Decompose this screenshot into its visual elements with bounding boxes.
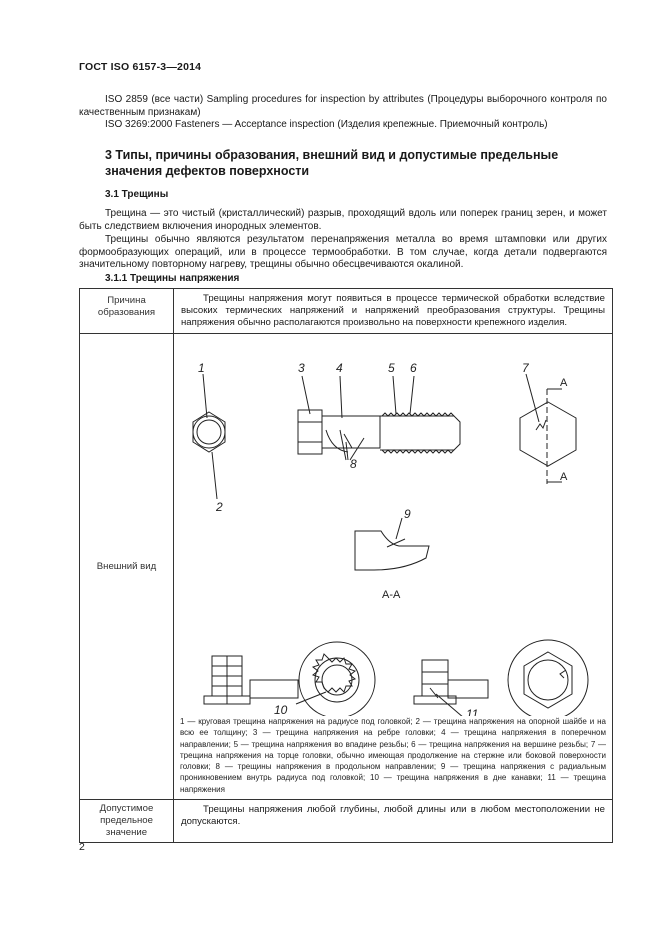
figure-label-7: 7: [522, 361, 530, 375]
subsubsection-title: 3.1.1 Трещины напряжения: [105, 273, 240, 284]
table-row-cause: Причина образования Трещины напряжения м…: [79, 288, 613, 334]
hex-head-section-view: [519, 373, 577, 484]
figure-label-2: 2: [215, 500, 223, 514]
defect-figure: 1 2 3 4 5 6 7 8 9 10 11 А А А-А: [192, 361, 589, 716]
table-row-limit: Допустимое предельное значение Трещины н…: [79, 799, 613, 844]
bolt-side-view: [297, 375, 461, 461]
figure-label-8: 8: [350, 457, 357, 471]
defect-table: Причина образования Трещины напряжения м…: [79, 288, 613, 844]
figure-label-6: 6: [410, 361, 417, 375]
section-mark-top: А: [560, 377, 568, 389]
figure-label-5: 5: [388, 361, 395, 375]
flange-bolt-top-view: [295, 641, 376, 716]
figure-label-11: 11: [466, 707, 478, 716]
hex-flange-top-view: [507, 639, 589, 716]
figure-label-3: 3: [298, 361, 305, 375]
reference-iso3269: ISO 3269:2000 Fasteners — Acceptance ins…: [105, 119, 548, 130]
figure-label-9: 9: [404, 507, 411, 521]
page-number: 2: [79, 841, 85, 853]
appearance-cell: 1 2 3 4 5 6 7 8 9 10 11 А А А-А: [173, 332, 613, 801]
reference-iso2859: ISO 2859 (все части) Sampling procedures…: [79, 94, 607, 118]
document-header: ГОСТ ISO 6157-3—2014: [79, 61, 202, 73]
table-row-appearance: Внешний вид: [79, 332, 613, 801]
figure-label-1: 1: [198, 361, 205, 375]
subsection-title: 3.1 Трещины: [105, 189, 169, 200]
limit-text: Трещины напряжения любой глубины, любой …: [173, 799, 613, 844]
hex-head-top-view: [192, 373, 226, 500]
figure-label-4: 4: [336, 361, 343, 375]
figure-label-10: 10: [274, 703, 288, 716]
section-aa: [354, 517, 430, 571]
appearance-label: Внешний вид: [79, 332, 174, 801]
section-title: 3 Типы, причины образования, внешний вид…: [105, 148, 559, 178]
cause-text: Трещины напряжения могут появиться в про…: [173, 288, 613, 334]
section-mark-bottom: А: [560, 471, 568, 483]
section-caption: А-А: [382, 589, 401, 601]
flange-bolt-12point: [203, 655, 299, 705]
hex-flange-bolt: [413, 659, 489, 716]
cause-label: Причина образования: [79, 288, 174, 334]
figure-caption: 1 — круговая трещина напряжения на радиу…: [180, 717, 606, 794]
paragraph-definition: Трещина — это чистый (кристаллический) р…: [79, 208, 607, 232]
limit-label: Допустимое предельное значение: [79, 799, 174, 844]
paragraph-causes: Трещины обычно являются результатом пере…: [79, 234, 607, 271]
